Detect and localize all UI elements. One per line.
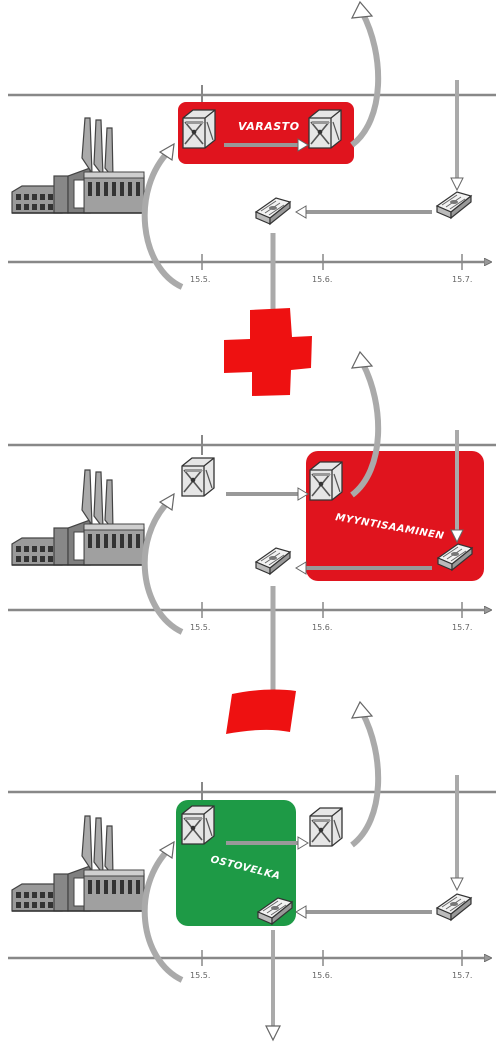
panel-varasto: 15.5. 15.6. 15.7. VARASTO (8, 0, 496, 310)
crate-icon (309, 461, 343, 501)
money-icon (436, 893, 472, 921)
money-icon (255, 547, 291, 575)
date-label: 15.5. (190, 971, 210, 980)
crate-icon (182, 109, 216, 149)
crate-icon (308, 109, 342, 149)
date-label: 15.7. (452, 971, 472, 980)
arrow-head (265, 1025, 281, 1042)
arrow-head (350, 350, 374, 369)
factory-icon (11, 815, 145, 912)
money-icon (255, 197, 291, 225)
date-label: 15.6. (312, 275, 332, 284)
money-icon (436, 191, 472, 219)
panel-ostovelka: 15.5. 15.6. 15.7. OSTOVELKA (8, 700, 496, 1042)
date-label: 15.5. (190, 275, 210, 284)
varasto-label: VARASTO (238, 120, 300, 133)
arrow-head (350, 700, 374, 719)
date-label: 15.7. (452, 275, 472, 284)
minus-sign (226, 689, 296, 734)
panel-myyntisaaminen: 15.5. 15.6. 15.7. MYYNTISAAMINEN (8, 350, 496, 692)
curved-arrow-in (141, 497, 184, 635)
curved-arrow-out (350, 710, 382, 848)
crate-icon (309, 807, 343, 847)
factory-icon (11, 469, 145, 566)
curved-arrow-out (350, 10, 382, 148)
curved-arrow-in (141, 147, 184, 290)
plus-sign (224, 308, 312, 396)
curved-arrow-in (141, 845, 184, 983)
curved-arrow-out (350, 360, 382, 498)
date-label: 15.6. (312, 623, 332, 632)
date-label: 15.6. (312, 971, 332, 980)
myyntisaaminen-highlight (306, 451, 484, 581)
factory-icon (11, 117, 145, 214)
crate-icon (181, 457, 215, 497)
date-label: 15.5. (190, 623, 210, 632)
arrow-head (350, 0, 374, 19)
crate-icon (181, 805, 215, 845)
date-label: 15.7. (452, 623, 472, 632)
